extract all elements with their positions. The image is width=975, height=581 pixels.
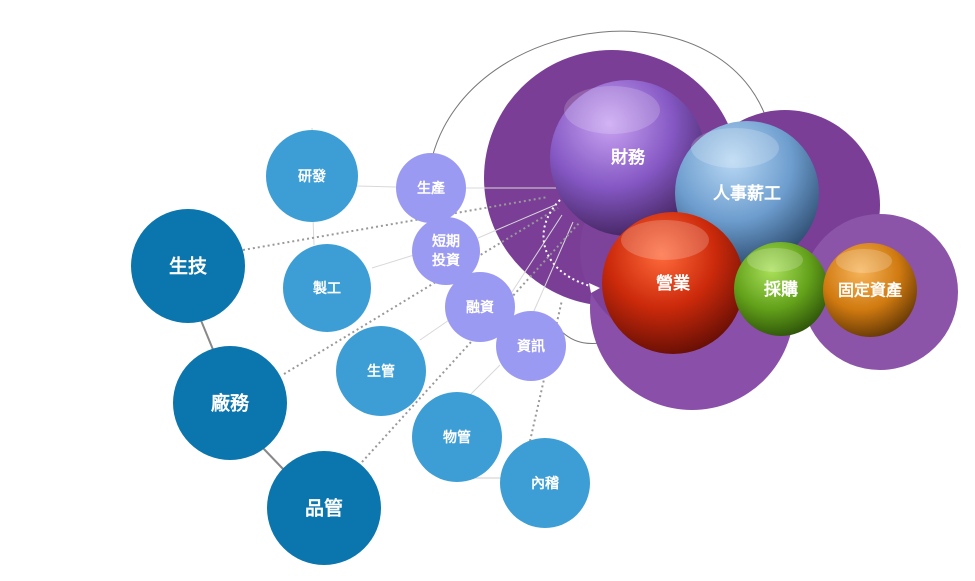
node-pinguan[interactable]: 品管 — [267, 451, 381, 565]
sphere-guding-label: 固定資產 — [838, 281, 902, 300]
sphere-guding[interactable]: 固定資產 — [823, 243, 917, 337]
node-shengguan[interactable]: 生管 — [336, 326, 426, 416]
sphere-caiwu[interactable]: 財務 — [550, 80, 706, 236]
orbit-arc — [431, 30, 771, 159]
node-shengguan-label: 生管 — [367, 363, 395, 380]
node-zixun-label: 資訊 — [517, 338, 545, 355]
sphere-caigou[interactable]: 採購 — [734, 242, 828, 336]
node-changwu-label: 廠務 — [211, 392, 250, 415]
node-rongzi-label: 融資 — [466, 299, 494, 316]
node-neiji-label: 內稽 — [531, 475, 559, 492]
node-wuguan-label: 物管 — [443, 429, 471, 446]
node-changwu[interactable]: 廠務 — [173, 346, 287, 460]
node-neiji[interactable]: 內稽 — [500, 438, 590, 528]
node-shengji-label: 生技 — [169, 255, 208, 278]
node-duanqi[interactable]: 短期 投資 — [412, 217, 480, 285]
node-pinguan-label: 品管 — [305, 497, 343, 520]
node-wuguan[interactable]: 物管 — [412, 392, 502, 482]
sphere-yingye[interactable]: 營業 — [602, 212, 744, 354]
sphere-renshi-label: 人事薪工 — [713, 184, 781, 204]
curved-arrow — [542, 199, 600, 293]
node-duanqi-label-2: 投資 — [432, 252, 460, 269]
node-shengchan[interactable]: 生產 — [396, 153, 466, 223]
node-duanqi-label-1: 短期 — [432, 233, 460, 250]
node-yanfa-label: 研發 — [298, 168, 327, 185]
sphere-caiwu-label: 財務 — [610, 147, 646, 168]
sphere-caigou-label: 採購 — [764, 279, 798, 300]
node-rongzi[interactable]: 融資 — [445, 272, 515, 342]
node-shengchan-label: 生產 — [417, 180, 445, 197]
node-zhigong-label: 製工 — [312, 280, 341, 297]
sphere-yingye-label: 營業 — [656, 273, 690, 294]
node-zixun[interactable]: 資訊 — [496, 311, 566, 381]
node-shengji[interactable]: 生技 — [131, 209, 245, 323]
node-yanfa[interactable]: 研發 — [266, 130, 358, 222]
node-zhigong[interactable]: 製工 — [283, 244, 371, 332]
